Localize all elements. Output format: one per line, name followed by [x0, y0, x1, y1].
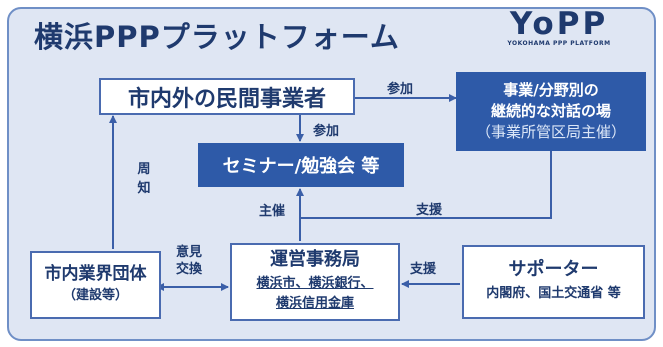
seminar-label: セミナー/勉強会 等 [222, 156, 380, 177]
dialogue-line3: （事業所管区局主催） [475, 123, 626, 141]
private-businesses-box: 市内外の民間事業者 [99, 78, 355, 115]
dialogue-line1: 事業/分野別の [503, 81, 599, 99]
logo-wordmark: YoPP [509, 6, 609, 42]
page-title: 横浜PPPプラットフォーム [34, 20, 400, 54]
label-support-top: 支援 [416, 203, 443, 218]
secretariat-line2: 横浜信用金庫 [275, 296, 354, 311]
industry-groups-line1: 市内業界団体 [44, 264, 147, 284]
label-exchange-line2: 交換 [176, 262, 203, 277]
yopp-logo: YoPP YOKOHAMA PPP PLATFORM [494, 6, 624, 48]
industry-groups-line2: （建設等） [62, 288, 128, 303]
secretariat-title: 運営事務局 [270, 249, 360, 270]
label-support-bottom: 支援 [410, 262, 437, 277]
supporter-box: サポーター 内閣府、国土交通省 等 [462, 245, 645, 319]
label-announce: 周知 [137, 162, 151, 196]
secretariat-line1: 横浜市、横浜銀行、 [256, 276, 374, 291]
secretariat-box: 運営事務局 横浜市、横浜銀行、 横浜信用金庫 [230, 243, 400, 321]
dialogue-line2: 継続的な対話の場 [490, 102, 611, 120]
label-host: 主催 [259, 204, 286, 219]
supporter-title: サポーター [508, 259, 599, 280]
dialogue-box: 事業/分野別の 継続的な対話の場 （事業所管区局主催） [456, 72, 646, 151]
label-exchange-line1: 意見 [176, 245, 203, 260]
supporter-line1: 内閣府、国土交通省 等 [486, 286, 621, 301]
seminar-box: セミナー/勉強会 等 [198, 143, 404, 187]
arrow-support-top [300, 151, 552, 219]
label-participate-down: 参加 [313, 124, 340, 139]
logo-subtitle: YOKOHAMA PPP PLATFORM [507, 40, 611, 47]
industry-groups-box: 市内業界団体 （建設等） [30, 251, 161, 319]
label-participate-right: 参加 [387, 82, 414, 97]
private-businesses-label: 市内外の民間事業者 [127, 86, 326, 112]
